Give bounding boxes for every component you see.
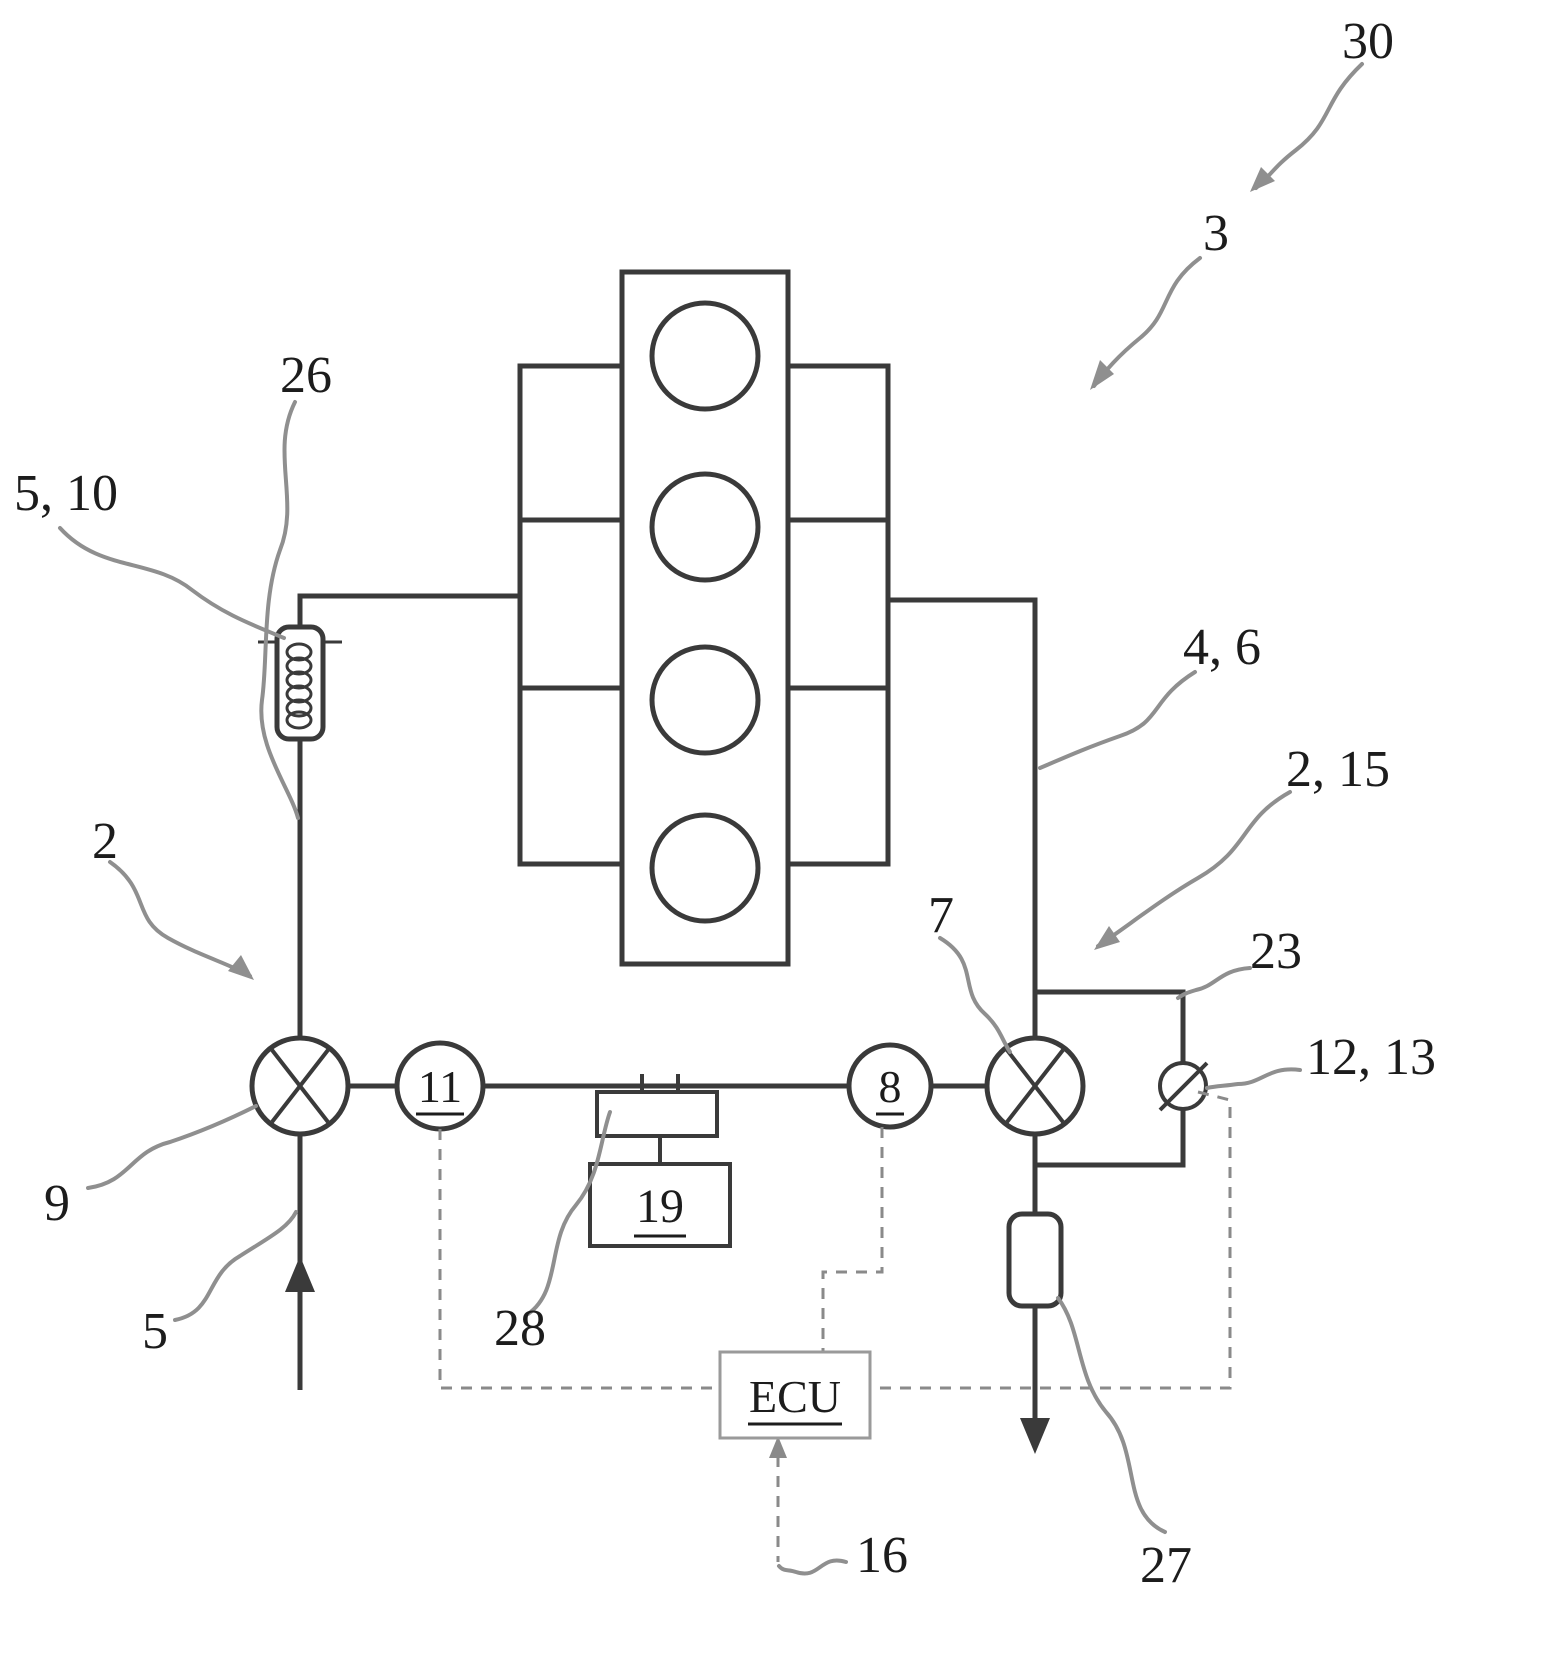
engine-block: [517, 269, 891, 967]
leader-lines: [58, 62, 1364, 1576]
sensor-28-body: [595, 1090, 719, 1138]
leader-9: [86, 1104, 258, 1190]
control-line-valve-11: [438, 1129, 720, 1390]
cylinder-3: [649, 644, 761, 756]
leader-3-arrow-icon: [1090, 360, 1114, 390]
engine-right-bank: [785, 363, 891, 867]
sensor-28: [595, 1074, 719, 1164]
ecu-box: ECU: [718, 1350, 872, 1440]
cylinder-1: [649, 300, 761, 412]
ref-label-5: 5: [142, 1303, 168, 1360]
unit-19-label: 19: [636, 1180, 684, 1233]
unit-19: 19: [588, 1162, 732, 1248]
ref-label-7: 7: [928, 887, 954, 944]
pump-right-blade-2: [1005, 1048, 1065, 1124]
valve-8: 8: [846, 1042, 934, 1130]
inlet-arrow-icon: [285, 1256, 315, 1292]
valve-11-label: 11: [418, 1061, 462, 1112]
control-line-valve-8: [821, 1127, 884, 1352]
leader-4-6: [1038, 670, 1197, 770]
leader-30-arrow-icon: [1250, 167, 1275, 192]
valve-8-label: 8: [879, 1061, 902, 1112]
leader-16: [777, 1558, 848, 1576]
cylinder-4: [649, 812, 761, 924]
leader-5-10: [58, 526, 286, 640]
pump-right: [984, 1035, 1086, 1137]
leader-27: [1056, 1296, 1167, 1534]
ref-label-30: 30: [1342, 13, 1394, 70]
ref-label-27: 27: [1140, 1537, 1192, 1594]
leader-2-15-arrow-icon: [1094, 926, 1120, 950]
leader-23: [1176, 966, 1252, 1000]
ref-label-2-15: 2, 15: [1286, 741, 1390, 798]
reference-labels: 30 3 26 5, 10 4, 6 2, 15 2 7 23 12, 13 9…: [14, 13, 1436, 1594]
coil-icon: [285, 642, 313, 730]
ref-label-12-13: 12, 13: [1306, 1029, 1436, 1086]
cylinder-2: [649, 471, 761, 583]
heater-component-26: [258, 624, 342, 742]
leader-2: [108, 860, 252, 978]
outlet-arrow-icon: [1020, 1418, 1050, 1454]
leader-2-arrow-icon: [228, 955, 254, 980]
leader-7: [938, 936, 1012, 1054]
ref-label-16: 16: [856, 1527, 908, 1584]
ecu-label: ECU: [749, 1371, 841, 1422]
ref-label-23: 23: [1250, 923, 1302, 980]
left-pipe: [297, 593, 520, 1390]
unit-19-body: [588, 1162, 732, 1248]
pump-left: [249, 1035, 351, 1137]
control-line-bypass-valve: [870, 1090, 1232, 1390]
control-lines: [438, 1090, 1232, 1562]
engine-left-bank: [517, 363, 625, 867]
leader-2-15: [1096, 790, 1292, 948]
leader-5: [173, 1210, 298, 1322]
leader-28: [526, 1110, 612, 1316]
pump-left-blade-2: [270, 1048, 330, 1124]
leader-3: [1092, 256, 1202, 388]
right-pipe: [888, 597, 1038, 1038]
bypass-valve-12-13: [1158, 1061, 1209, 1112]
leader-30: [1254, 62, 1364, 190]
ref-label-9: 9: [44, 1175, 70, 1232]
ref-label-26: 26: [280, 347, 332, 404]
ref-label-4-6: 4, 6: [1183, 619, 1261, 676]
ref-label-3: 3: [1203, 205, 1229, 262]
valve-11: 11: [394, 1040, 486, 1132]
bypass-valve-stem: [1158, 1061, 1209, 1112]
ref-label-5-10: 5, 10: [14, 465, 118, 522]
ref-label-2: 2: [92, 813, 118, 870]
component-27-body: [1006, 1211, 1064, 1309]
leader-26: [259, 400, 300, 820]
ref-label-28: 28: [494, 1300, 546, 1357]
leader-12-13: [1205, 1067, 1302, 1090]
ecu-input-arrow-icon: [769, 1436, 787, 1458]
